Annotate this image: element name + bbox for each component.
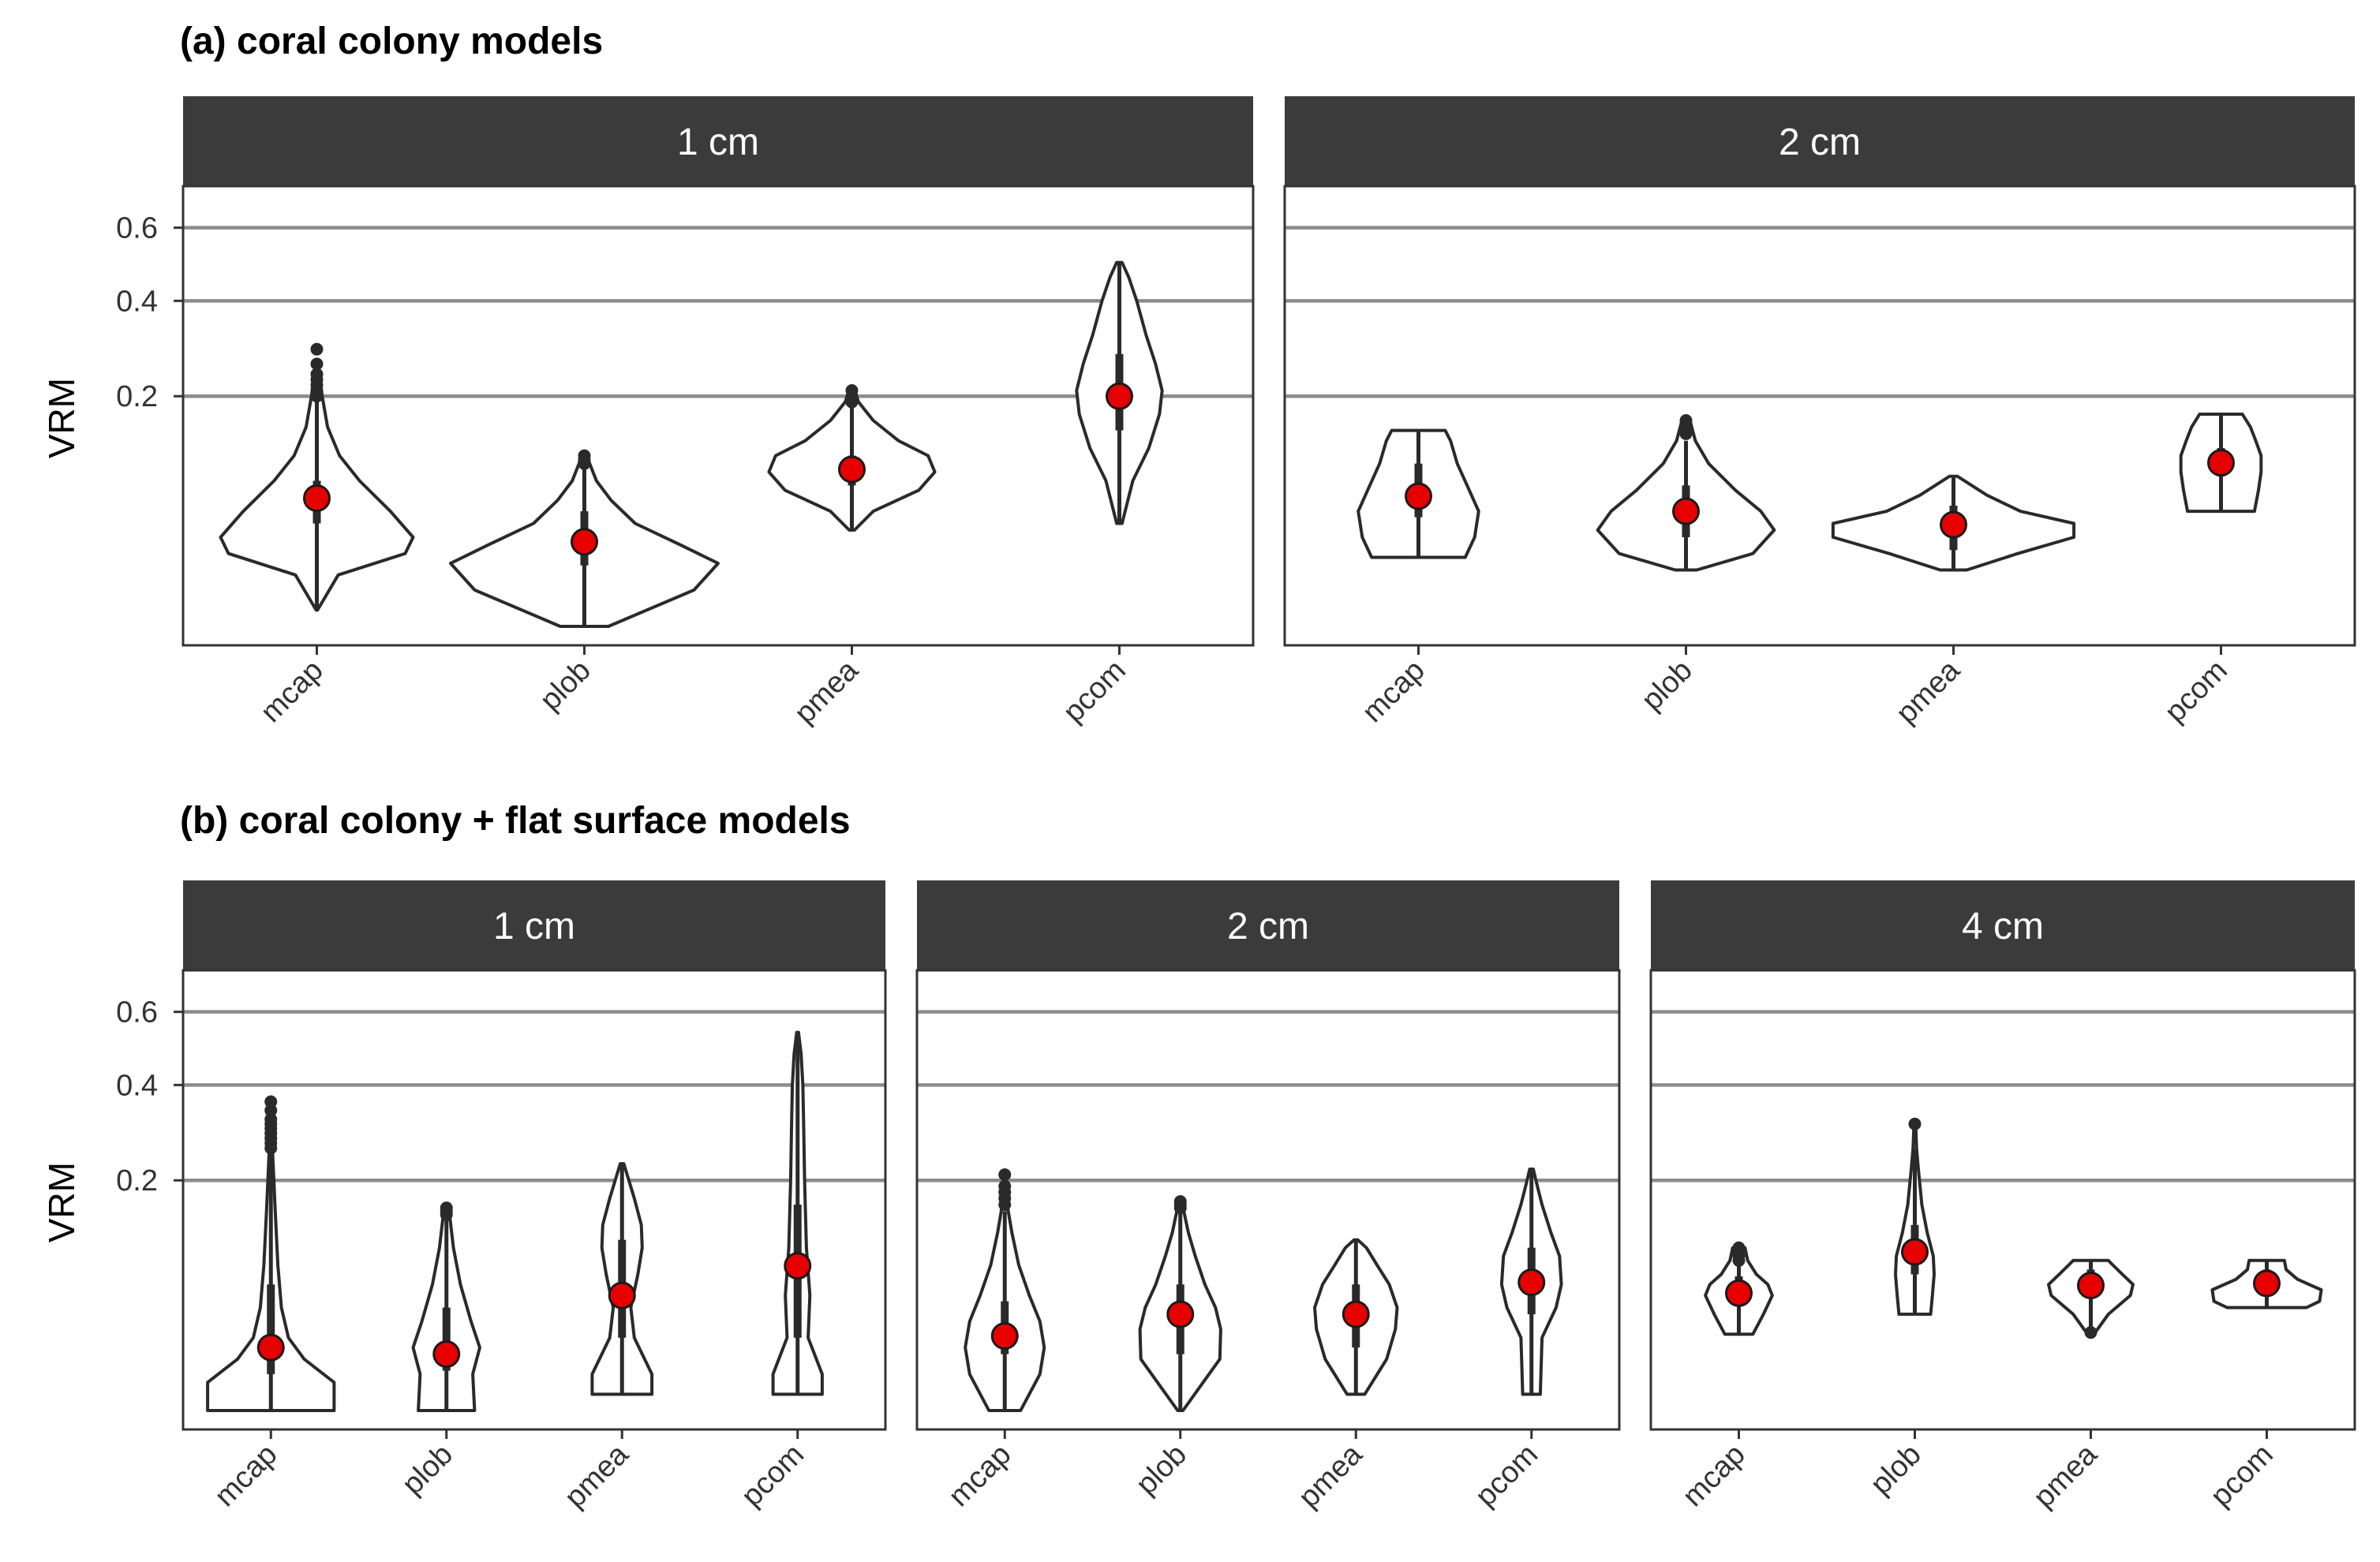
violin-pmea bbox=[767, 384, 937, 532]
median-point bbox=[1672, 497, 1700, 525]
median-point bbox=[1342, 1300, 1370, 1328]
iqr-bar bbox=[442, 1307, 451, 1371]
y-tick-label: 0.2 bbox=[116, 1164, 158, 1198]
section-a-title: (a) coral colony models bbox=[180, 21, 603, 62]
facet-strip bbox=[917, 880, 1619, 970]
facet-strip-label: 2 cm bbox=[1227, 906, 1309, 947]
median-point bbox=[1901, 1238, 1929, 1266]
y-axis-title: VRM bbox=[41, 1162, 82, 1242]
outlier-point bbox=[2084, 1326, 2097, 1340]
y-tick-label: 0.4 bbox=[116, 285, 158, 318]
outlier-point bbox=[1732, 1241, 1746, 1254]
section-b-title: (b) coral colony + flat surface models bbox=[180, 800, 851, 842]
outlier-point bbox=[264, 1112, 278, 1126]
outlier-point bbox=[264, 1095, 278, 1108]
outlier-point bbox=[310, 342, 324, 356]
facet-strip-label: 1 cm bbox=[493, 906, 575, 947]
violin-pmea bbox=[1831, 474, 2076, 572]
median-point bbox=[256, 1333, 285, 1362]
panel-border bbox=[915, 969, 1621, 1431]
y-tick-label: 0.6 bbox=[116, 996, 158, 1030]
median-point bbox=[1166, 1300, 1195, 1328]
violin-plob bbox=[1138, 1194, 1222, 1412]
facet-strip bbox=[1651, 880, 2355, 970]
outlier-point bbox=[440, 1201, 453, 1215]
median-point bbox=[303, 484, 331, 513]
outlier-point bbox=[310, 357, 324, 371]
outlier-point bbox=[264, 1104, 278, 1117]
violin-pcom bbox=[1075, 260, 1164, 525]
y-tick-label: 0.2 bbox=[116, 380, 158, 413]
outlier-point bbox=[1679, 414, 1693, 428]
y-tick-label: 0.6 bbox=[116, 212, 158, 245]
violin-pmea bbox=[590, 1162, 654, 1396]
violin-pmea bbox=[2047, 1258, 2135, 1340]
violin-plob bbox=[1894, 1117, 1936, 1316]
median-point bbox=[990, 1321, 1019, 1350]
outlier-point bbox=[578, 449, 591, 462]
violin-plob bbox=[449, 449, 720, 628]
violin-mcap bbox=[964, 1168, 1046, 1412]
median-point bbox=[1106, 382, 1133, 410]
violin-plob bbox=[411, 1201, 481, 1412]
violin-mcap bbox=[219, 342, 415, 612]
outlier-point bbox=[1173, 1194, 1187, 1208]
facet-strip-label: 2 cm bbox=[1779, 121, 1861, 163]
y-tick-label: 0.4 bbox=[116, 1069, 158, 1102]
facet-strip-label: 1 cm bbox=[677, 121, 759, 163]
violin-mcap bbox=[206, 1095, 336, 1412]
panel-background bbox=[1285, 186, 2355, 645]
median-point bbox=[2253, 1269, 2281, 1298]
median-point bbox=[571, 528, 598, 556]
panel-border bbox=[181, 185, 1255, 647]
y-axis-title: VRM bbox=[41, 378, 82, 458]
iqr-bar bbox=[267, 1284, 275, 1374]
panel-border bbox=[1283, 185, 2356, 647]
outlier-point bbox=[845, 384, 859, 398]
violin-plob bbox=[1596, 414, 1776, 572]
median-point bbox=[1405, 482, 1432, 510]
median-point bbox=[432, 1340, 461, 1369]
median-point bbox=[608, 1281, 636, 1310]
violin-pcom bbox=[1499, 1168, 1563, 1396]
outlier-point bbox=[310, 368, 324, 381]
facet-strip-label: 4 cm bbox=[1962, 906, 2044, 947]
panel-border bbox=[181, 969, 887, 1431]
median-point bbox=[2207, 449, 2235, 477]
outlier-point bbox=[1908, 1117, 1922, 1130]
panel-border bbox=[1649, 969, 2356, 1431]
violin-pmea bbox=[1313, 1238, 1399, 1396]
outlier-point bbox=[998, 1179, 1012, 1193]
panel-background bbox=[1651, 970, 2355, 1429]
facet-strip bbox=[1285, 96, 2355, 186]
median-point bbox=[1517, 1269, 1546, 1297]
outlier-point bbox=[998, 1168, 1012, 1182]
violin-pcom bbox=[771, 1030, 824, 1396]
facet-strip bbox=[183, 880, 885, 970]
violin-pcom bbox=[2179, 413, 2263, 514]
median-point bbox=[1940, 510, 1967, 539]
violin-mcap bbox=[1357, 428, 1480, 559]
violin-pcom bbox=[2210, 1258, 2323, 1310]
median-point bbox=[784, 1252, 812, 1280]
median-point bbox=[838, 455, 866, 484]
facet-strip bbox=[183, 96, 1253, 186]
violin-mcap bbox=[1704, 1241, 1774, 1336]
median-point bbox=[2077, 1272, 2105, 1300]
median-point bbox=[1725, 1279, 1753, 1307]
